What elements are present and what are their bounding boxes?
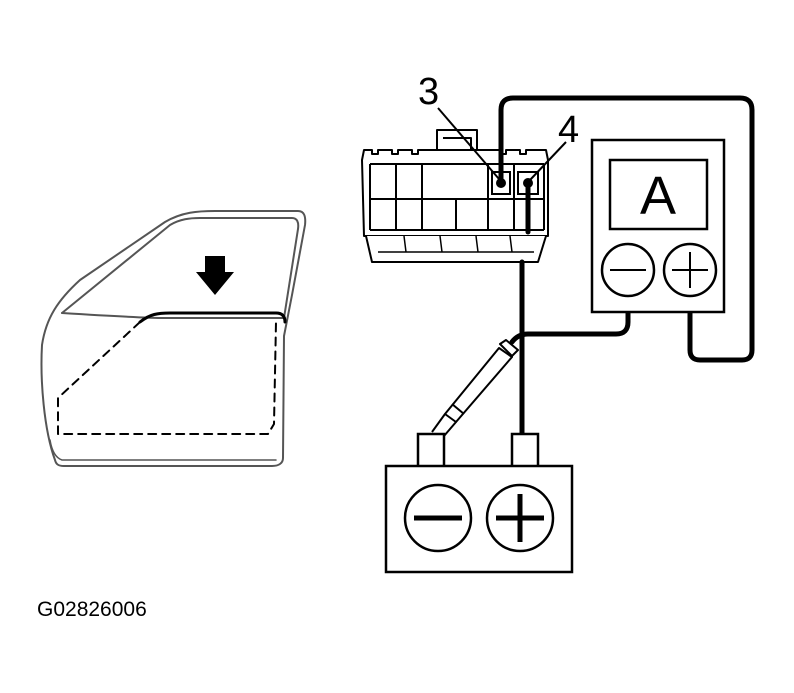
- ammeter: A: [590, 138, 726, 314]
- plus-icon: [496, 494, 544, 542]
- battery-negative-post: [416, 432, 446, 470]
- pin-4-label: 4: [558, 109, 579, 151]
- ammeter-positive-terminal: [662, 242, 718, 298]
- door-window-frame: [61, 217, 300, 319]
- battery: [384, 432, 574, 574]
- figure-id: G02826006: [37, 598, 147, 621]
- pin-3-leader: [437, 107, 500, 180]
- wire-pin3-to-ammeter-positive: [498, 95, 755, 363]
- probe-body: [444, 347, 513, 423]
- window-glass-top: [138, 311, 287, 324]
- probe: [431, 339, 519, 437]
- pin-4-leader: [529, 141, 567, 181]
- wire-ammeter-negative-to-probe: [509, 293, 631, 345]
- ammeter-display-text: A: [640, 166, 676, 226]
- ammeter-display: [608, 158, 709, 231]
- car-door: [40, 210, 307, 467]
- probe-handle: [499, 339, 519, 357]
- battery-positive-terminal: [485, 483, 555, 553]
- wires: [498, 95, 755, 439]
- battery-negative-terminal: [403, 483, 473, 553]
- connector-skirt: [365, 235, 547, 263]
- door-lower-line: [49, 439, 277, 461]
- down-arrow-icon: [196, 256, 234, 295]
- battery-positive-post: [510, 432, 540, 470]
- door-belt-line: [61, 312, 285, 319]
- door-outer-outline: [40, 210, 307, 467]
- plus-icon: [672, 252, 708, 288]
- pin-3-label: 3: [418, 71, 439, 113]
- connector: [361, 129, 549, 263]
- ammeter-negative-terminal: [600, 242, 656, 298]
- window-glass-hidden: [57, 321, 277, 435]
